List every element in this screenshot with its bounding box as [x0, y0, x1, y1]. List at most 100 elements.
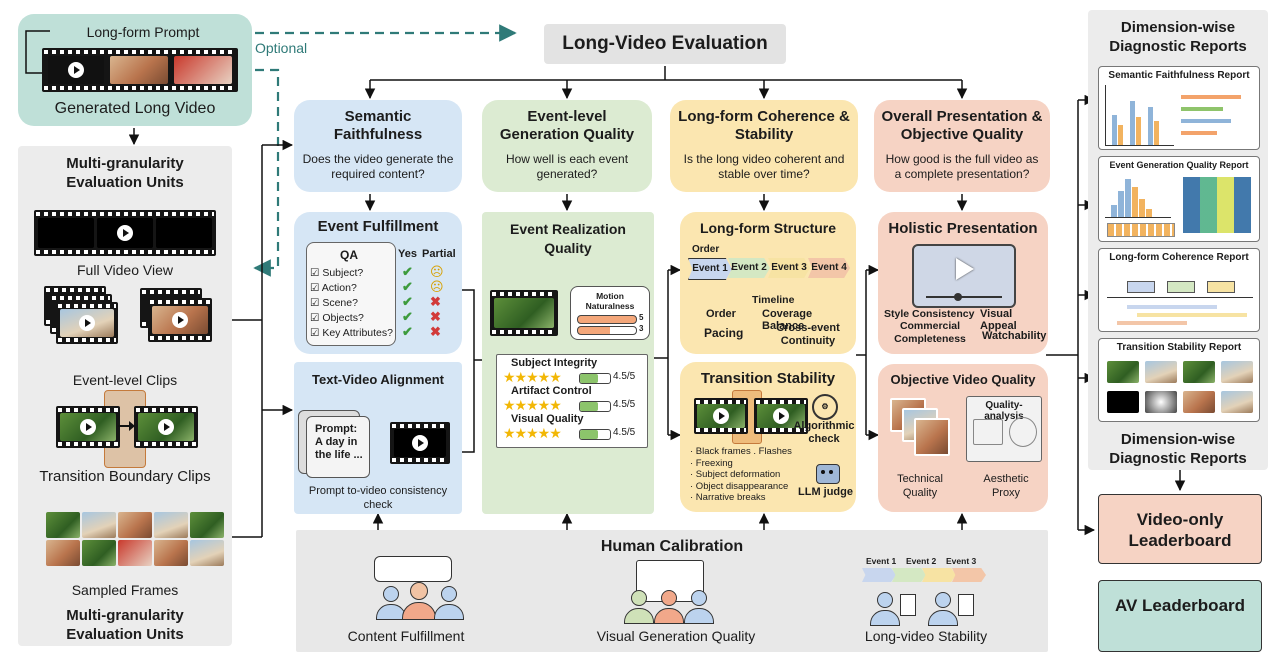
full-video-label: Full Video View — [77, 262, 173, 278]
alignment-video-strip[interactable] — [390, 422, 450, 464]
input-panel: Long-form Prompt Generated Long Video — [18, 14, 252, 126]
score-bar — [579, 429, 611, 440]
transition-clip-b[interactable] — [754, 398, 808, 434]
generated-video-label: Generated Long Video — [54, 100, 216, 117]
transition-clip-a[interactable] — [694, 398, 748, 434]
transition-clip-a[interactable] — [56, 406, 120, 448]
page-title: Long-Video Evaluation — [544, 24, 786, 64]
event-arrow — [892, 568, 926, 582]
star-rating: ★★★★★ — [503, 425, 562, 441]
monitor-chart-icon — [973, 419, 1003, 445]
event-arrow: Event 2 — [728, 258, 770, 278]
star-rating: ★★★★★ — [503, 397, 562, 413]
qa-list: ☑ Subject? ☑ Action? ☑ Scene? ☑ Objects?… — [310, 266, 393, 341]
transition-clips-label: Transition Boundary Clips — [39, 468, 211, 485]
report-coherence[interactable]: Long-form Coherence Report — [1098, 248, 1260, 332]
av-leaderboard[interactable]: AV Leaderboard — [1098, 580, 1262, 652]
person-icon — [684, 590, 714, 624]
motion-bar-1 — [577, 315, 637, 324]
check-icon: ✔ — [402, 264, 413, 279]
sampled-frames-label: Sampled Frames — [71, 582, 179, 598]
full-video-strip[interactable] — [34, 210, 216, 256]
play-icon — [158, 419, 174, 435]
dimension-semantic: Semantic Faithfulness Does the video gen… — [294, 100, 462, 192]
event-clip-a[interactable] — [56, 302, 118, 344]
evaluation-units-panel: Multi-granularity Evaluation Units Full … — [18, 146, 232, 646]
qa-item[interactable]: ☑ Scene? — [310, 297, 358, 309]
objective-panel: Objective Video Quality Quality-analysis… — [878, 364, 1048, 512]
play-icon — [172, 312, 188, 328]
histogram-icon — [1105, 177, 1171, 218]
event-arrow: Event 3 — [768, 258, 810, 278]
event-arrow — [862, 568, 896, 582]
transition-panel: Transition Stability ⚙ Algorithmic check… — [680, 362, 856, 512]
qa-item[interactable]: ☑ Subject? — [310, 267, 364, 279]
realization-video-strip[interactable] — [490, 290, 558, 336]
person-icon — [870, 592, 900, 626]
report-transition[interactable]: Transition Stability Report — [1098, 338, 1260, 422]
person-icon — [376, 586, 406, 620]
cross-icon: ✖ — [430, 294, 441, 309]
report-semantic[interactable]: Semantic Faithfulness Report — [1098, 66, 1260, 150]
units-title-bottom: Multi-granularity Evaluation Units — [66, 607, 184, 643]
document-icon — [900, 594, 916, 616]
realization-panel: Event Realization Quality Motion Natural… — [482, 212, 654, 514]
prompt-card: Prompt: A day in the life ... — [306, 416, 370, 478]
dimension-presentation: Overall Presentation & Objective Quality… — [874, 100, 1050, 192]
heatmap-icon — [1183, 177, 1251, 233]
arrow-right-icon — [118, 421, 135, 431]
brain-icon — [1009, 417, 1037, 447]
score-bar — [579, 373, 611, 384]
video-leaderboard[interactable]: Video-only Leaderboard — [1098, 494, 1262, 564]
qa-item[interactable]: ☑ Action? — [310, 282, 357, 294]
prompt-label: Long-form Prompt — [86, 24, 200, 40]
person-icon — [928, 592, 958, 626]
play-icon — [412, 435, 428, 451]
event-fulfillment-panel: Event Fulfillment QA Yes Partial ☑ Subje… — [294, 212, 462, 354]
reports-header: Dimension-wise Diagnostic Reports — [1109, 19, 1247, 55]
cross-icon: ✖ — [430, 324, 441, 339]
issues-list: · Black frames . Flashes · Freexing · Su… — [690, 446, 792, 503]
robot-icon — [816, 464, 840, 484]
text-video-panel: Text-Video Alignment Prompt: A day in th… — [294, 362, 462, 514]
holistic-panel: Holistic Presentation Style Consistency … — [878, 212, 1048, 354]
motion-bar-2 — [577, 326, 637, 335]
qa-card — [306, 242, 396, 346]
partial-face-icon: ☹ — [430, 279, 444, 294]
optional-label: Optional — [255, 40, 308, 56]
report-event-generation[interactable]: Event Generation Quality Report — [1098, 156, 1260, 242]
quality-analysis-card: Quality-analysis — [966, 396, 1042, 462]
video-player-icon — [912, 244, 1016, 308]
event-clips-label: Event-level Clips — [72, 372, 178, 388]
person-icon — [624, 590, 654, 624]
dimension-coherence: Long-form Coherence & Stability Is the l… — [670, 100, 858, 192]
person-icon — [434, 586, 464, 620]
quality-frame[interactable] — [914, 418, 950, 456]
bar-chart-icon — [1105, 85, 1174, 146]
play-icon — [713, 408, 729, 424]
event-arrow: Event 1 — [688, 258, 732, 280]
motion-card: Motion Naturalness 5 3 — [570, 286, 650, 340]
transition-clip-b[interactable] — [134, 406, 198, 448]
calibration-panel: Human Calibration Content Fulfillment Vi… — [296, 530, 1048, 652]
play-icon — [80, 419, 96, 435]
timeline-icon — [1107, 277, 1253, 327]
play-icon — [79, 315, 95, 331]
generated-video-strip[interactable] — [42, 48, 238, 92]
sampled-frames-grid[interactable] — [46, 512, 228, 568]
units-title-top: Multi-granularity Evaluation Units — [66, 155, 184, 191]
event-clip-b[interactable] — [148, 298, 212, 342]
check-icon: ✔ — [402, 294, 413, 309]
event-arrow — [952, 568, 986, 582]
check-icon: ✔ — [402, 324, 413, 339]
event-arrow — [922, 568, 956, 582]
event-arrow: Event 4 — [808, 258, 850, 278]
qa-item[interactable]: ☑ Key Attributes? — [310, 327, 393, 339]
play-icon — [117, 225, 133, 241]
document-icon — [958, 594, 974, 616]
play-icon — [68, 62, 84, 78]
structure-panel: Long-form Structure Order Event 1 Event … — [680, 212, 856, 354]
cross-icon: ✖ — [430, 309, 441, 324]
qa-item[interactable]: ☑ Objects? — [310, 312, 364, 324]
